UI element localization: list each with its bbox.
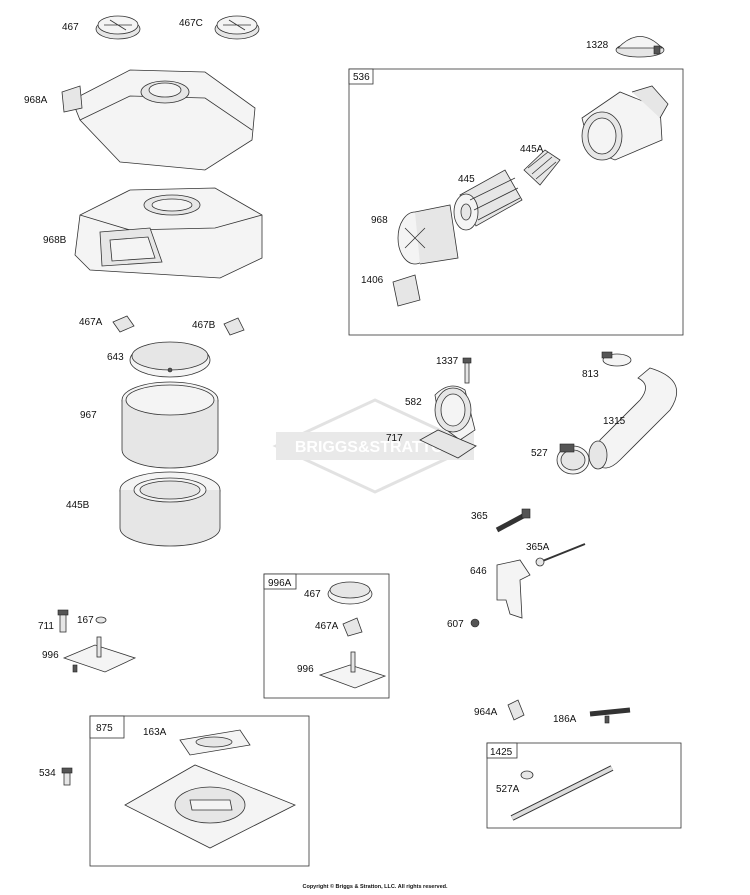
pad-717 (419, 429, 477, 459)
label-1315: 1315 (603, 416, 626, 427)
cover-968A (61, 69, 256, 171)
filter-445B (119, 471, 221, 547)
clip-1406 (392, 274, 421, 307)
copyright-footer: Copyright © Briggs & Stratton, LLC. All … (302, 884, 448, 890)
label-536: 536 (353, 72, 370, 83)
label-1406: 1406 (361, 275, 384, 286)
assembly-box-875 (89, 715, 310, 867)
clamp-813 (601, 351, 632, 367)
hose-1315 (588, 367, 678, 470)
base-968B (74, 187, 263, 279)
label-967: 967 (80, 410, 97, 421)
knob-467-box (327, 581, 373, 605)
screw-1337 (462, 357, 472, 384)
clip-467A (112, 315, 135, 333)
clip-527A (520, 770, 534, 780)
knob-467C (214, 15, 260, 40)
label-607: 607 (447, 619, 464, 630)
clamp-527 (556, 443, 590, 475)
fitting-186A (589, 707, 631, 724)
washer-167 (95, 616, 107, 624)
label-467C: 467C (179, 18, 203, 29)
label-717: 717 (386, 433, 403, 444)
label-167: 167 (77, 615, 94, 626)
bracket-646 (496, 559, 531, 619)
bolt-365 (495, 508, 531, 533)
label-467: 467 (62, 22, 79, 33)
label-996: 996 (42, 650, 59, 661)
filter-445 (453, 169, 523, 231)
label-1337: 1337 (436, 356, 459, 367)
label-646: 646 (470, 566, 487, 577)
bolt-711 (57, 609, 69, 633)
label-1425: 1425 (490, 747, 513, 758)
gasket-163A (179, 729, 251, 756)
label-467-box: 467 (304, 589, 321, 600)
assembly-box-536 (348, 68, 684, 336)
label-527A: 527A (496, 784, 520, 795)
rod-365A (535, 543, 586, 567)
clip-467B (223, 317, 245, 336)
label-813: 813 (582, 369, 599, 380)
knob-467 (95, 15, 141, 40)
assembly-box-996A (263, 573, 390, 699)
disc-643 (129, 341, 211, 378)
label-968: 968 (371, 215, 388, 226)
tube-1425 (510, 765, 614, 821)
cap-1328 (615, 36, 665, 58)
label-968B: 968B (43, 235, 67, 246)
watermark-text: BRIGGS&STRATTON (295, 439, 455, 456)
label-534: 534 (39, 768, 56, 779)
label-467A: 467A (79, 317, 103, 328)
label-527: 527 (531, 448, 548, 459)
label-968A: 968A (24, 95, 48, 106)
housing-536 (581, 85, 669, 161)
cartridge-968 (397, 204, 459, 265)
label-582: 582 (405, 397, 422, 408)
label-643: 643 (107, 352, 124, 363)
bolt-534 (61, 767, 73, 786)
clip-467A-box (342, 617, 363, 637)
label-467A-box: 467A (315, 621, 339, 632)
label-467B: 467B (192, 320, 216, 331)
label-163A: 163A (143, 727, 167, 738)
label-996A: 996A (268, 578, 292, 589)
nut-607 (470, 618, 480, 628)
prefilter-967 (121, 381, 219, 469)
label-365A: 365A (526, 542, 550, 553)
label-445B: 445B (66, 500, 90, 511)
label-996-box: 996 (297, 664, 314, 675)
filter-445A (523, 149, 561, 186)
label-711: 711 (38, 621, 54, 632)
plate-996-box (318, 651, 387, 689)
plate-996 (62, 636, 137, 673)
gasket-875 (124, 764, 296, 849)
bracket-582 (434, 385, 476, 441)
label-445: 445 (458, 174, 475, 185)
sleeve-964A (507, 699, 525, 721)
label-445A: 445A (520, 144, 544, 155)
label-964A: 964A (474, 707, 498, 718)
label-1328: 1328 (586, 40, 609, 51)
assembly-box-1425 (486, 742, 682, 829)
label-186A: 186A (553, 714, 577, 725)
label-365: 365 (471, 511, 488, 522)
label-875: 875 (96, 723, 113, 734)
